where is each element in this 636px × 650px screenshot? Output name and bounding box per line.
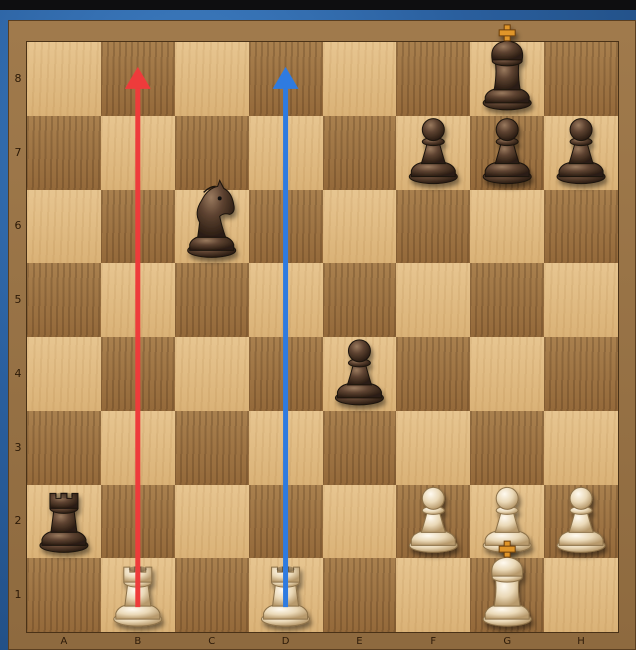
square-c4[interactable] <box>175 337 249 411</box>
square-c7[interactable] <box>175 116 249 190</box>
rank-label-1: 1 <box>13 588 23 601</box>
square-g5[interactable] <box>470 263 544 337</box>
square-d2[interactable] <box>249 485 323 559</box>
square-d5[interactable] <box>249 263 323 337</box>
square-d4[interactable] <box>249 337 323 411</box>
square-a6[interactable] <box>27 190 101 264</box>
file-label-e: E <box>349 636 369 647</box>
square-b3[interactable] <box>101 411 175 485</box>
square-d7[interactable] <box>249 116 323 190</box>
square-g4[interactable] <box>470 337 544 411</box>
square-b5[interactable] <box>101 263 175 337</box>
square-d3[interactable] <box>249 411 323 485</box>
square-a8[interactable] <box>27 42 101 116</box>
square-h8[interactable] <box>544 42 618 116</box>
square-b2[interactable] <box>101 485 175 559</box>
file-label-b: B <box>128 636 148 647</box>
file-label-f: F <box>423 636 443 647</box>
square-f1[interactable] <box>396 558 470 632</box>
square-h4[interactable] <box>544 337 618 411</box>
square-h2[interactable] <box>544 485 618 559</box>
rank-label-8: 8 <box>13 72 23 85</box>
square-c6[interactable] <box>175 190 249 264</box>
square-g2[interactable] <box>470 485 544 559</box>
square-h5[interactable] <box>544 263 618 337</box>
rank-label-7: 7 <box>13 146 23 159</box>
square-d8[interactable] <box>249 42 323 116</box>
square-c2[interactable] <box>175 485 249 559</box>
square-b7[interactable] <box>101 116 175 190</box>
square-a7[interactable] <box>27 116 101 190</box>
square-e8[interactable] <box>323 42 397 116</box>
rank-label-6: 6 <box>13 219 23 232</box>
square-e6[interactable] <box>323 190 397 264</box>
square-a1[interactable] <box>27 558 101 632</box>
rank-label-2: 2 <box>13 514 23 527</box>
chessboard[interactable] <box>27 42 618 632</box>
file-label-g: G <box>497 636 517 647</box>
file-label-h: H <box>571 636 591 647</box>
square-b8[interactable] <box>101 42 175 116</box>
square-f5[interactable] <box>396 263 470 337</box>
square-f6[interactable] <box>396 190 470 264</box>
square-b6[interactable] <box>101 190 175 264</box>
square-c5[interactable] <box>175 263 249 337</box>
rank-label-4: 4 <box>13 367 23 380</box>
square-c1[interactable] <box>175 558 249 632</box>
square-e1[interactable] <box>323 558 397 632</box>
square-e2[interactable] <box>323 485 397 559</box>
square-e5[interactable] <box>323 263 397 337</box>
square-a3[interactable] <box>27 411 101 485</box>
file-label-c: C <box>202 636 222 647</box>
square-e3[interactable] <box>323 411 397 485</box>
square-a4[interactable] <box>27 337 101 411</box>
square-a5[interactable] <box>27 263 101 337</box>
rank-label-5: 5 <box>13 293 23 306</box>
square-c3[interactable] <box>175 411 249 485</box>
square-h6[interactable] <box>544 190 618 264</box>
square-h1[interactable] <box>544 558 618 632</box>
square-d1[interactable] <box>249 558 323 632</box>
square-f2[interactable] <box>396 485 470 559</box>
square-f7[interactable] <box>396 116 470 190</box>
square-g7[interactable] <box>470 116 544 190</box>
top-bar <box>0 0 636 10</box>
square-b1[interactable] <box>101 558 175 632</box>
square-h7[interactable] <box>544 116 618 190</box>
square-b4[interactable] <box>101 337 175 411</box>
square-f8[interactable] <box>396 42 470 116</box>
square-c8[interactable] <box>175 42 249 116</box>
square-d6[interactable] <box>249 190 323 264</box>
square-e7[interactable] <box>323 116 397 190</box>
square-a2[interactable] <box>27 485 101 559</box>
square-g1[interactable] <box>470 558 544 632</box>
file-label-d: D <box>276 636 296 647</box>
square-f4[interactable] <box>396 337 470 411</box>
square-h3[interactable] <box>544 411 618 485</box>
square-g6[interactable] <box>470 190 544 264</box>
square-g3[interactable] <box>470 411 544 485</box>
square-e4[interactable] <box>323 337 397 411</box>
square-g8[interactable] <box>470 42 544 116</box>
square-f3[interactable] <box>396 411 470 485</box>
file-label-a: A <box>54 636 74 647</box>
rank-label-3: 3 <box>13 441 23 454</box>
